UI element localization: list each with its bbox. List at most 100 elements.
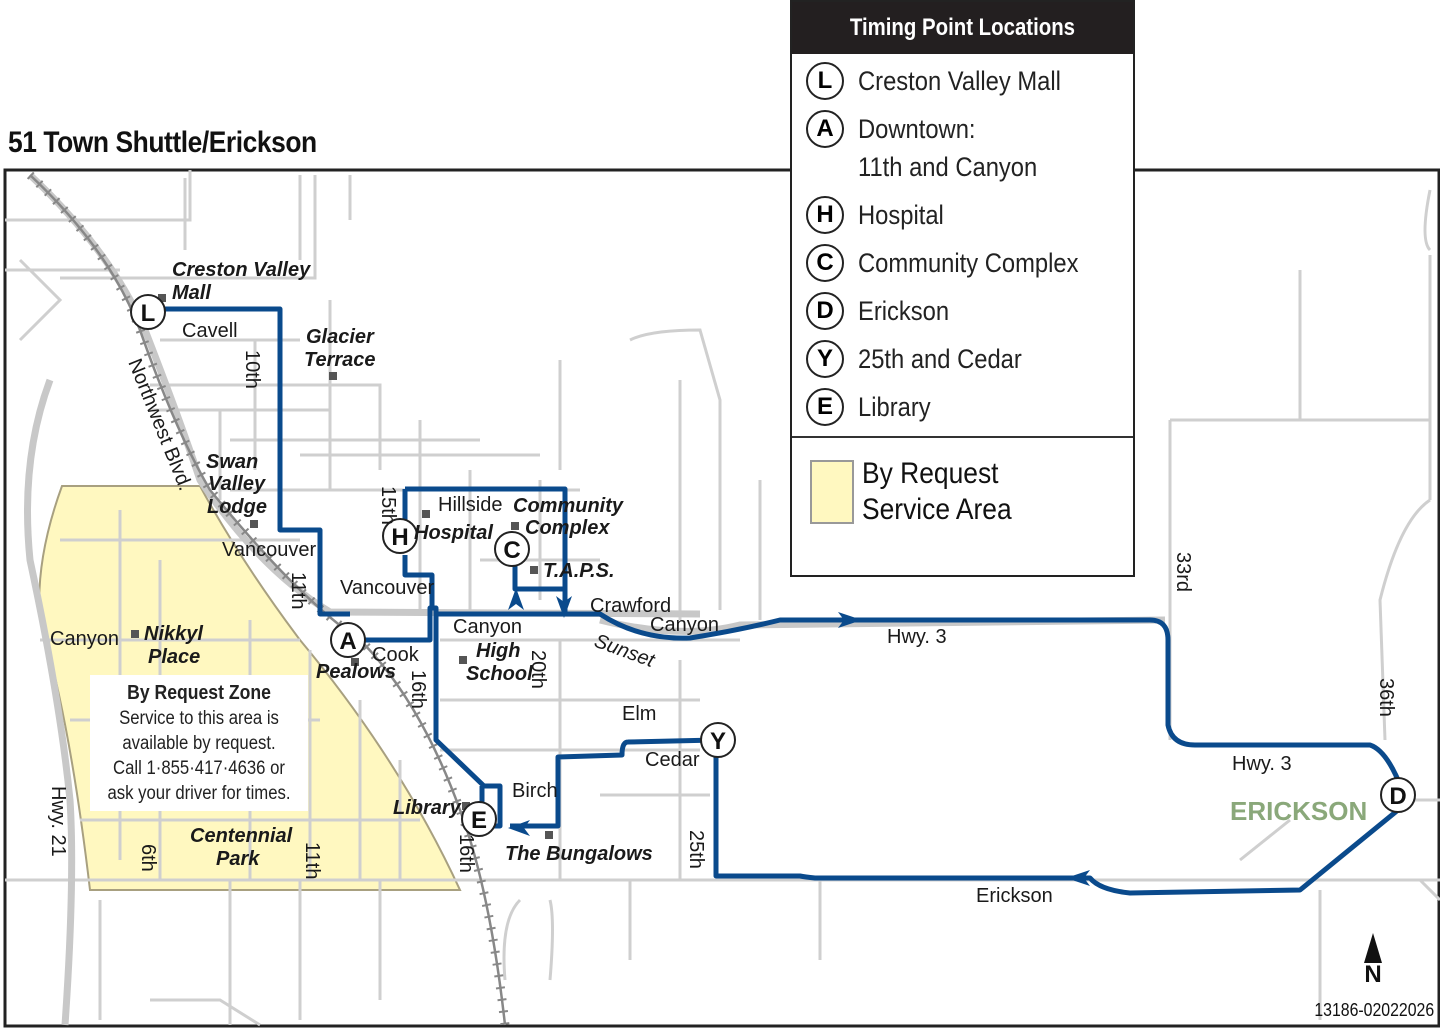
street-10th: 10th	[241, 350, 263, 389]
street-birch: Birch	[512, 780, 558, 802]
stop-A-letter: A	[339, 628, 356, 655]
place-creston-valley-mall-1: Creston Valley	[172, 259, 311, 281]
stop-D-icon: D	[806, 292, 844, 330]
place-centennial-1: Centennial	[190, 825, 293, 847]
legend-item-D: D Erickson	[806, 292, 1133, 330]
legend-area-line1: By Request	[862, 457, 999, 490]
place-nikkyl-2: Place	[148, 646, 200, 668]
place-taps: T.A.P.S.	[543, 560, 615, 582]
place-swan-3: Lodge	[207, 496, 267, 518]
legend-label-group: Downtown: 11th and Canyon	[858, 110, 1062, 186]
street-16th-south: 16th	[455, 834, 477, 873]
legend-label: Erickson	[858, 296, 950, 326]
request-zone-note: By Request Zone Service to this area is …	[90, 675, 308, 811]
map-title: 51 Town Shuttle/Erickson	[8, 126, 317, 159]
street-11th-south: 11th	[301, 842, 323, 879]
north-label: N	[1364, 961, 1382, 988]
stop-L-letter: L	[141, 300, 156, 327]
stop-A[interactable]: A	[330, 622, 366, 658]
request-zone-line: available by request.	[122, 733, 276, 754]
place-nikkyl-1: Nikkyl	[144, 623, 203, 645]
reference-code: 13186-02022026	[1314, 1000, 1434, 1020]
legend-divider	[792, 436, 1133, 438]
stop-C-icon: C	[806, 244, 844, 282]
place-pealows: Pealows	[316, 661, 396, 683]
street-canyon-west: Canyon	[50, 628, 119, 650]
street-crawford: Crawford	[590, 595, 671, 617]
street-cedar: Cedar	[645, 749, 700, 771]
street-20th: 20th	[527, 650, 549, 689]
legend-label: Library	[858, 392, 931, 422]
legend-label: Community Complex	[858, 248, 1079, 278]
stop-L[interactable]: L	[130, 294, 166, 330]
street-elm: Elm	[622, 703, 656, 725]
legend-title: Timing Point Locations	[849, 14, 1076, 41]
request-area-swatch-icon	[810, 460, 854, 524]
legend-item-A: A Downtown: 11th and Canyon	[806, 110, 1133, 186]
street-grid	[5, 170, 1440, 1027]
street-vancouver-1: Vancouver	[222, 539, 316, 561]
legend-label: Downtown:	[858, 114, 976, 144]
stop-H[interactable]: H	[382, 518, 418, 554]
place-high-school-1: High	[476, 640, 520, 662]
place-creston-valley-mall-2: Mall	[172, 282, 211, 304]
stop-D[interactable]: D	[1380, 777, 1416, 813]
poi-markers	[131, 294, 553, 839]
arrow-south-icon	[556, 596, 572, 618]
north-arrow-shape	[1364, 933, 1382, 963]
street-11th: 11th	[287, 572, 309, 609]
stop-C[interactable]: C	[494, 531, 530, 567]
arrow-west-icon	[1066, 870, 1090, 886]
legend-label: Creston Valley Mall	[858, 66, 1061, 96]
place-swan-1: Swan	[206, 451, 258, 473]
direction-arrows	[508, 588, 1090, 886]
legend-item-Y: Y 25th and Cedar	[806, 340, 1133, 378]
stop-Y[interactable]: Y	[700, 722, 736, 758]
legend-label-2: 11th and Canyon	[858, 152, 1038, 182]
street-hwy3-a: Hwy. 3	[887, 626, 947, 648]
request-zone-line: Service to this area is	[119, 708, 279, 729]
place-glacier-terrace-1: Glacier	[306, 326, 375, 348]
street-hillside: Hillside	[438, 494, 502, 516]
stop-Y-icon: Y	[806, 340, 844, 378]
place-hospital: Hospital	[414, 522, 493, 544]
legend-area-line2: Service Area	[862, 493, 1012, 526]
street-25th: 25th	[685, 830, 707, 869]
street-cavell: Cavell	[182, 320, 238, 342]
arrow-west-icon-2	[508, 820, 530, 836]
place-swan-2: Valley	[208, 473, 266, 495]
street-hwy3-b: Hwy. 3	[1232, 753, 1292, 775]
place-library: Library	[393, 797, 462, 819]
place-high-school-2: School	[466, 663, 533, 685]
legend-label: 25th and Cedar	[858, 344, 1022, 374]
legend-label: Hospital	[858, 200, 944, 230]
place-erickson-area: ERICKSON	[1230, 796, 1367, 826]
street-6th: 6th	[137, 844, 159, 872]
stop-C-letter: C	[503, 537, 520, 564]
legend-area-label: By Request Service Area	[862, 456, 1012, 528]
street-vancouver-2: Vancouver	[340, 577, 434, 599]
place-centennial-2: Park	[216, 848, 260, 870]
place-community-2: Complex	[525, 517, 610, 539]
stop-A-icon: A	[806, 110, 844, 148]
north-arrow-icon: N	[1360, 933, 1386, 987]
stop-H-icon: H	[806, 196, 844, 234]
place-community-1: Community	[513, 495, 624, 517]
legend-item-request-area: By Request Service Area	[792, 438, 1133, 528]
street-erickson: Erickson	[976, 885, 1053, 907]
place-glacier-terrace-2: Terrace	[304, 349, 376, 371]
request-zone-phone: Call 1·855·417·4636 or	[113, 758, 285, 779]
street-cook: Cook	[372, 644, 420, 666]
stop-E[interactable]: E	[461, 801, 497, 837]
street-36th: 36th	[1375, 678, 1397, 717]
legend-header: Timing Point Locations	[792, 2, 1133, 54]
place-labels: Creston Valley Mall Glacier Terrace Swan…	[144, 259, 1367, 870]
street-33rd: 33rd	[1172, 552, 1194, 592]
street-canyon-east: Canyon	[650, 614, 719, 636]
stop-D-letter: D	[1389, 783, 1406, 810]
request-zone-title: By Request Zone	[127, 682, 271, 704]
arrow-north-icon	[508, 588, 524, 610]
stop-H-letter: H	[391, 524, 408, 551]
